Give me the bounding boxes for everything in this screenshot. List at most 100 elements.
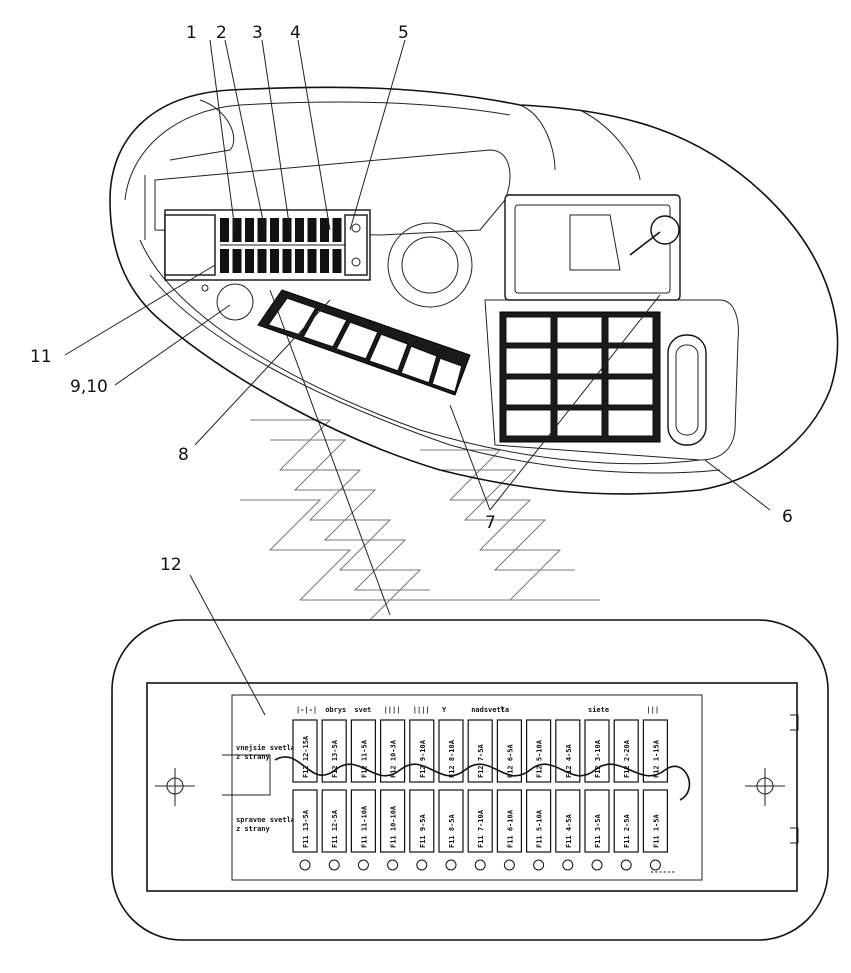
fuse-slot-top — [584, 719, 610, 783]
holder-fuse-bottom — [282, 249, 292, 273]
keypad-panel — [484, 194, 739, 461]
fuse-top-label: F12 3-10A — [594, 739, 602, 778]
holder-fuse-top — [295, 218, 304, 242]
fuse-top-label: F12 7-5A — [477, 743, 485, 778]
fuse-top-label: F12 13-5A — [331, 739, 339, 778]
fuse-top-label: F12 9-10A — [419, 739, 427, 778]
callout-3: 3 — [252, 23, 263, 43]
keypad-key — [556, 378, 603, 406]
leader-lines — [64, 39, 771, 716]
fuse-slot-bottom — [496, 789, 522, 853]
keypad-key — [607, 378, 654, 406]
keypad-key — [607, 316, 654, 344]
fuse-bottom-label: F11 4-5A — [565, 813, 573, 848]
fuse-top-label: F12 1-15A — [652, 739, 660, 778]
holder-fuse-bottom — [257, 249, 267, 273]
fuse-function-icon — [503, 859, 515, 871]
holder-fuse-top — [320, 218, 329, 242]
holder-fuse-top — [220, 218, 229, 242]
fuse-bottom-label: F11 13-5A — [302, 809, 310, 848]
fuse-function-icon — [387, 859, 399, 871]
fuse-top-label: F12 12-15A — [302, 735, 310, 778]
fuse-slot-bottom — [350, 789, 376, 853]
fuse-header-label: obrys — [325, 706, 346, 714]
fuse-header-label: ||| — [646, 706, 659, 715]
callout-12: 12 — [160, 555, 182, 575]
callout-7: 7 — [485, 513, 496, 533]
fuse-function-icon — [328, 859, 340, 871]
fuse-slot-bottom — [321, 789, 347, 853]
holder-fuse-top — [282, 218, 292, 242]
holder-fuse-bottom — [307, 249, 317, 273]
keypad-key — [505, 316, 552, 344]
fuse-slot-bottom — [525, 789, 552, 853]
fuse-bottom-label: F11 2-5A — [623, 813, 631, 848]
holder-fuse-top — [270, 218, 279, 242]
holder-fuse-bottom — [332, 249, 342, 273]
console-body — [109, 86, 839, 495]
fuse-function-icon — [591, 859, 603, 871]
mount-hole-right — [745, 768, 785, 806]
fuse-function-icon — [474, 859, 486, 871]
fuse-function-icon — [445, 859, 457, 871]
round-gauge — [201, 222, 473, 321]
keypad-key — [607, 347, 654, 375]
fuse-function-icon — [562, 859, 574, 871]
fuse-slot-top — [525, 719, 552, 783]
holder-fuse-bottom — [270, 249, 279, 273]
fuse-header-label: |-|-| — [296, 706, 317, 715]
fuse-slot-bottom — [613, 789, 639, 853]
fuse-header-label: svet — [354, 706, 371, 714]
holder-fuse-top — [232, 218, 242, 242]
fuse-top-label: F12 6-5A — [506, 743, 514, 778]
fuse-slot-bottom — [292, 789, 318, 853]
fuse-header-label: Y — [442, 706, 447, 714]
fuse-slot-top — [321, 719, 347, 783]
fuse-bottom-label: F11 3-5A — [594, 813, 602, 848]
callout-1: 1 — [186, 23, 197, 43]
fuse-function-icon — [416, 859, 428, 871]
fuse-top-label: F12 11-5A — [360, 739, 368, 778]
fuse-slot-top — [467, 719, 493, 783]
fuse-slot-top — [409, 719, 435, 783]
bottom-right-code: ------ — [650, 868, 675, 876]
keypad-key — [556, 347, 603, 375]
holder-fuse-bottom — [232, 249, 242, 273]
fuse-function-icon — [299, 859, 311, 871]
fuse-header-label: |||| — [413, 706, 430, 715]
fuse-function-icon — [533, 859, 545, 871]
keypad-key — [607, 409, 654, 437]
callout-numbers: 1 2 3 4 5 11 9,10 8 7 6 12 — [30, 23, 793, 575]
fuse-bottom-label: F11 6-10A — [506, 809, 514, 848]
fuse-slot-bottom — [380, 789, 406, 853]
holder-fuse-top — [245, 218, 254, 242]
fuse-header-label: nadsvetla — [471, 706, 509, 714]
callout-11: 11 — [30, 347, 52, 367]
fuse-function-icon — [620, 859, 632, 871]
callout-6: 6 — [782, 507, 793, 527]
fuse-bottom-label: F11 11-10A — [360, 805, 368, 848]
callout-4: 4 — [290, 23, 301, 43]
background-pattern — [240, 419, 600, 621]
fuse-bottom-label: F11 12-5A — [331, 809, 339, 848]
callout-8: 8 — [178, 445, 189, 465]
keypad-key — [505, 347, 552, 375]
fuse-slot-bottom — [438, 789, 464, 853]
fuse-header-label: siete — [588, 706, 609, 714]
fuse-slot-top — [380, 719, 406, 783]
fuse-bottom-label: F11 5-10A — [536, 809, 544, 848]
fuse-top-label: F12 5-10A — [536, 739, 544, 778]
switch-row — [257, 289, 471, 396]
holder-fuse-bottom — [320, 249, 329, 273]
keypad-key — [505, 378, 552, 406]
fuse-bottom-label: F11 7-10A — [477, 809, 485, 848]
fuse-slot-bottom — [584, 789, 610, 853]
keypad-key — [556, 316, 603, 344]
fuse-top-label: F12 2-20A — [623, 739, 631, 778]
callout-9-10: 9,10 — [70, 377, 108, 397]
fuse-header-label: |||| — [384, 706, 401, 715]
callout-5: 5 — [398, 23, 409, 43]
